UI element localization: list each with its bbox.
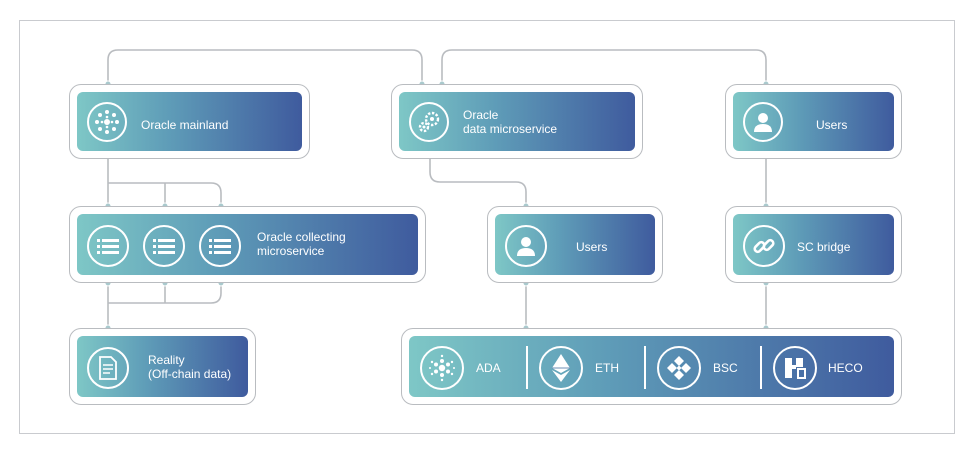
ethereum-icon	[539, 346, 583, 390]
node-fill: Oracle collecting microservice	[77, 214, 418, 275]
chain-label-eth: ETH	[595, 361, 619, 375]
list-icon	[199, 225, 241, 267]
node-label-line1: Oracle	[463, 108, 499, 122]
cardano-icon	[420, 346, 464, 390]
node-label-line2: data microservice	[463, 122, 558, 136]
node-label: SC bridge	[797, 240, 851, 254]
list-icon	[87, 225, 129, 267]
node-fill: SC bridge	[733, 214, 894, 275]
node-oracle-mainland: Oracle mainland	[69, 84, 310, 159]
node-sc-bridge: SC bridge	[725, 206, 902, 283]
gears-icon	[409, 102, 449, 142]
binance-icon	[657, 346, 701, 390]
chain-label-ada: ADA	[476, 361, 501, 375]
node-fill: Oracle data microservice	[399, 92, 635, 151]
node-fill: Users	[733, 92, 894, 151]
node-label: Users	[576, 240, 608, 254]
chain-label-bsc: BSC	[713, 361, 738, 375]
network-hub-icon	[87, 102, 127, 142]
chain-label-heco: HECO	[828, 361, 863, 375]
node-label-line1: Oracle collecting	[257, 230, 346, 244]
node-reality: Reality (Off-chain data)	[69, 328, 256, 405]
node-oracle-data-microservice: Oracle data microservice	[391, 84, 643, 159]
heco-icon	[773, 346, 817, 390]
node-users-top: Users	[725, 84, 902, 159]
node-oracle-collecting-microservice: Oracle collecting microservice	[69, 206, 426, 283]
user-icon	[743, 102, 783, 142]
node-label: Users	[816, 118, 848, 132]
node-users-mid: Users	[487, 206, 663, 283]
user-icon	[505, 225, 547, 267]
divider	[644, 346, 646, 389]
node-label-line2: microservice	[257, 244, 325, 258]
node-fill: Reality (Off-chain data)	[77, 336, 248, 397]
chain-link-icon	[743, 225, 785, 267]
node-label-line1: Reality	[148, 353, 185, 367]
divider	[526, 346, 528, 389]
node-fill: ADA ETH BSC	[409, 336, 894, 397]
document-icon	[87, 347, 129, 389]
node-label: Oracle mainland	[141, 118, 229, 132]
node-blockchains: ADA ETH BSC	[401, 328, 902, 405]
node-label-line2: (Off-chain data)	[148, 367, 232, 381]
node-fill: Oracle mainland	[77, 92, 302, 151]
list-icon	[143, 225, 185, 267]
divider	[760, 346, 762, 389]
node-fill: Users	[495, 214, 655, 275]
